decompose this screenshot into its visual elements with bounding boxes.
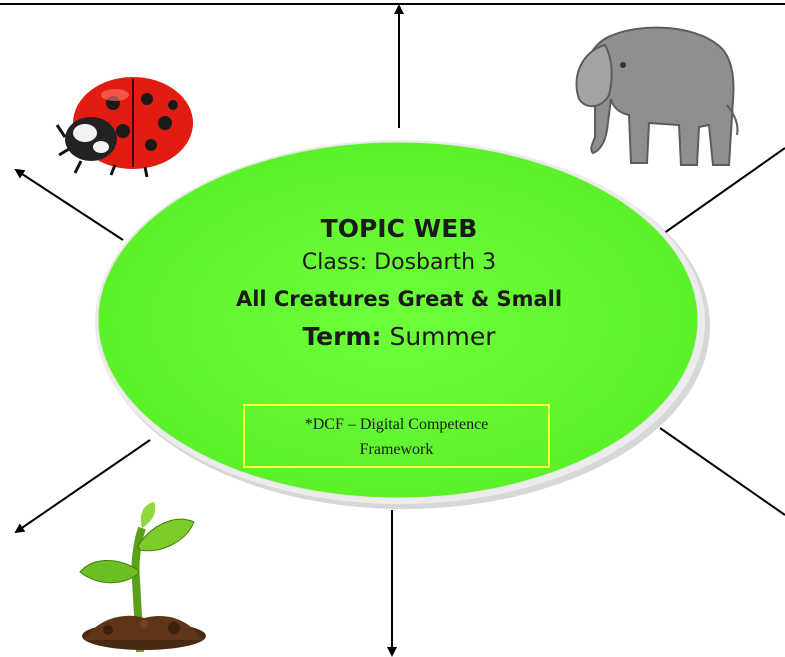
arrow-lower-left	[14, 439, 151, 534]
top-rule	[0, 3, 785, 5]
dcf-note-line2: Framework	[359, 441, 434, 458]
seedling-icon	[79, 502, 206, 653]
dcf-note-box: *DCF – Digital Competence Framework	[243, 404, 550, 468]
class-label: Class: Dosbarth 3	[301, 250, 497, 275]
page-title: TOPIC WEB	[320, 214, 478, 243]
term-line: Term: Summer	[140, 319, 658, 355]
term-label: Term:	[302, 322, 382, 351]
arrow-lower-right	[659, 427, 785, 516]
term-value: Summer	[389, 322, 496, 351]
topic-name: All Creatures Great & Small	[235, 287, 563, 311]
dcf-note-line1: *DCF – Digital Competence	[304, 416, 489, 433]
elephant-icon	[575, 26, 739, 166]
arrow-upper-right	[659, 147, 785, 237]
ladybird-icon	[55, 77, 193, 178]
topic-web-center: TOPIC WEB Class: Dosbarth 3 All Creature…	[140, 212, 658, 355]
arrow-upper-left	[14, 168, 124, 241]
